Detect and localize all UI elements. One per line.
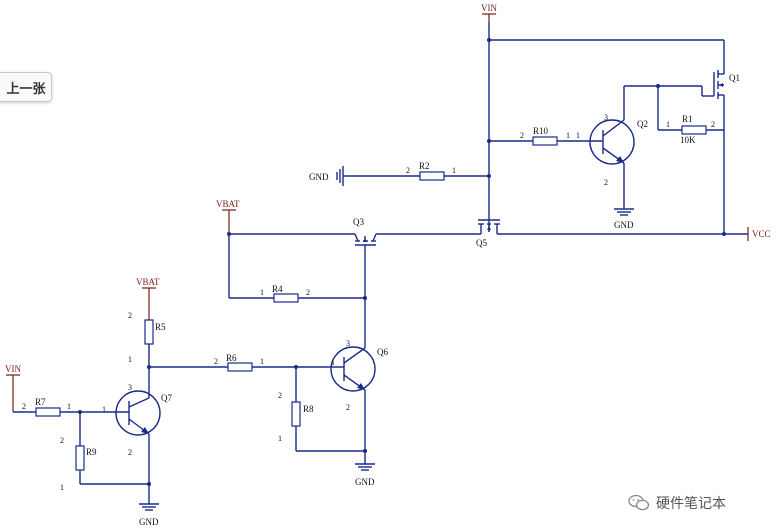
svg-text:1: 1	[260, 288, 264, 297]
svg-text:2: 2	[406, 166, 410, 175]
svg-text:VCC: VCC	[752, 229, 771, 239]
svg-text:2: 2	[346, 403, 350, 412]
q6-transistor: 3 2 1 Q6	[330, 338, 388, 460]
svg-text:R6: R6	[226, 353, 237, 363]
svg-text:2: 2	[60, 436, 64, 445]
r5-resistor: R5 2 1	[128, 311, 166, 398]
vcc-net: VCC	[747, 227, 771, 241]
svg-text:2: 2	[278, 391, 282, 400]
svg-text:R7: R7	[35, 397, 46, 407]
svg-text:2: 2	[214, 357, 218, 366]
q3-transistor: Q3	[353, 217, 377, 246]
svg-text:1: 1	[666, 120, 670, 129]
svg-text:R2: R2	[419, 161, 430, 171]
gnd-r2: GND	[309, 166, 346, 186]
svg-text:2: 2	[520, 131, 524, 140]
gnd-q6: GND	[355, 460, 375, 487]
svg-text:VBAT: VBAT	[136, 277, 160, 287]
svg-text:1: 1	[331, 358, 335, 367]
svg-text:1: 1	[576, 131, 580, 140]
svg-text:R4: R4	[272, 284, 283, 294]
svg-text:GND: GND	[355, 477, 375, 487]
svg-text:1: 1	[452, 166, 456, 175]
svg-text:Q7: Q7	[161, 393, 172, 403]
svg-text:3: 3	[128, 383, 132, 392]
watermark: 硬件笔记本	[628, 493, 726, 513]
vbat-mid-net: VBAT	[136, 277, 160, 320]
svg-text:Q1: Q1	[729, 73, 740, 83]
svg-text:Q3: Q3	[353, 217, 364, 227]
wechat-icon	[628, 494, 650, 511]
r7-resistor: R7 2 1	[13, 397, 129, 417]
watermark-text: 硬件笔记本	[656, 495, 726, 511]
svg-text:GND: GND	[139, 517, 159, 527]
r2-resistor: R2 2 1	[346, 161, 489, 181]
svg-text:1: 1	[60, 483, 64, 492]
svg-text:10K: 10K	[680, 135, 696, 145]
gnd-q7: GND	[139, 500, 159, 527]
svg-text:Q2: Q2	[637, 119, 648, 129]
svg-text:VIN: VIN	[5, 364, 21, 374]
vin-left-net: VIN	[5, 364, 21, 412]
svg-text:VBAT: VBAT	[216, 199, 240, 209]
svg-text:3: 3	[346, 339, 350, 348]
svg-text:GND: GND	[309, 172, 329, 182]
q1-transistor: Q1	[701, 68, 740, 130]
svg-text:GND: GND	[614, 220, 634, 230]
svg-text:3: 3	[604, 113, 608, 122]
r1-resistor: R1 10K 1 2	[658, 114, 724, 145]
svg-text:1: 1	[566, 131, 570, 140]
vbat-top-net: VBAT	[216, 199, 240, 234]
q7-transistor: 3 2 1 Q7	[102, 383, 172, 500]
svg-text:1: 1	[67, 402, 71, 411]
svg-text:1: 1	[102, 405, 106, 414]
svg-text:2: 2	[604, 178, 608, 187]
svg-text:1: 1	[278, 434, 282, 443]
svg-text:1: 1	[260, 357, 264, 366]
prev-image-button[interactable]: 上一张	[0, 72, 52, 102]
vin-top-net: VIN	[481, 3, 497, 22]
svg-text:2: 2	[306, 288, 310, 297]
svg-text:R10: R10	[533, 126, 549, 136]
svg-text:Q5: Q5	[476, 238, 487, 248]
svg-text:2: 2	[128, 448, 132, 457]
svg-text:1: 1	[128, 355, 132, 364]
svg-text:VIN: VIN	[481, 3, 497, 13]
r4-resistor: R4 1 2	[228, 234, 365, 303]
svg-text:R1: R1	[682, 114, 693, 124]
svg-text:Q6: Q6	[377, 347, 388, 357]
svg-text:2: 2	[711, 120, 715, 129]
r10-resistor: R10 2 1 1	[489, 126, 603, 146]
r9-resistor: R9 2 1	[60, 412, 149, 492]
svg-text:R8: R8	[303, 404, 314, 414]
q5-transistor: Q5	[476, 219, 500, 248]
svg-text:2: 2	[128, 311, 132, 320]
svg-text:2: 2	[22, 402, 26, 411]
r8-resistor: R8 2 1	[278, 367, 365, 452]
q2-transistor: 3 2 Q2	[589, 86, 648, 205]
svg-text:R5: R5	[155, 322, 166, 332]
gnd-q2: GND	[614, 205, 634, 230]
r6-resistor: R6 2 1	[149, 353, 344, 372]
svg-text:R9: R9	[86, 447, 97, 457]
